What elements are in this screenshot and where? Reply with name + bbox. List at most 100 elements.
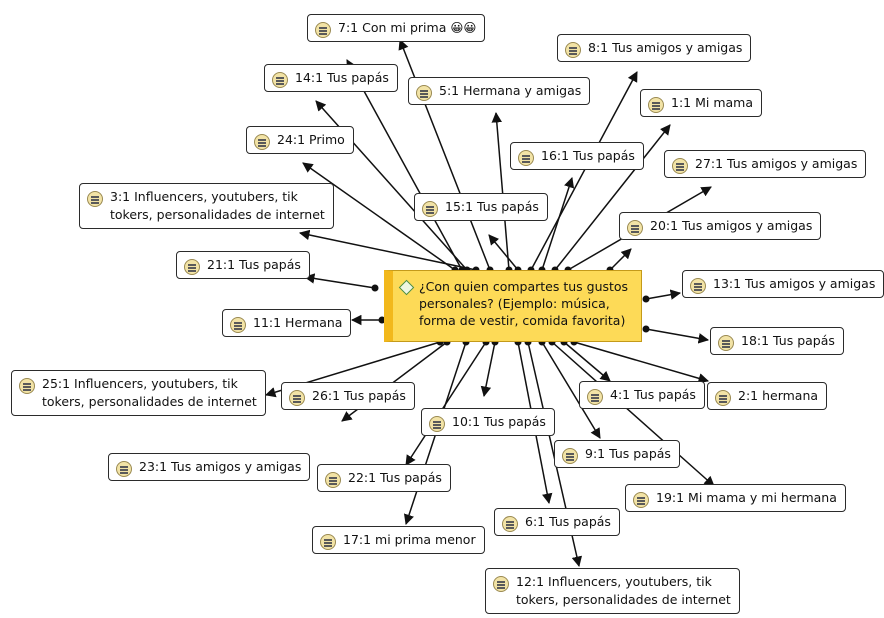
quote-label: 6:1 Tus papás [525,514,611,529]
link-arrow [491,111,510,271]
quote-node-24[interactable]: 24:1 Primo [246,126,354,154]
quote-node-5[interactable]: 5:1 Hermana y amigas [408,77,591,105]
quote-label: 27:1 Tus amigos y amigas [695,156,858,171]
quote-icon [633,492,649,508]
quote-icon [184,259,200,275]
quote-node-14[interactable]: 14:1 Tus papás [264,64,398,92]
link-arrow [488,234,519,271]
quote-label: 15:1 Tus papás [445,199,539,214]
quote-label: 20:1 Tus amigos y amigas [650,218,813,233]
link-arrow [530,71,638,271]
quote-icon [325,472,341,488]
quote-node-25[interactable]: 25:1 Influencers, youtubers, tik tokers,… [11,370,266,416]
quote-label: 8:1 Tus amigos y amigas [588,40,743,55]
code-diamond-icon [398,279,415,296]
quote-label: 2:1 hermana [738,388,819,403]
quote-icon [422,201,438,217]
quote-node-19[interactable]: 19:1 Mi mama y mi hermana [625,484,846,512]
quote-node-26[interactable]: 26:1 Tus papás [281,382,415,410]
quote-label: 17:1 mi prima menor [343,532,476,547]
quote-label: 9:1 Tus papás [585,446,671,461]
quote-label: 13:1 Tus amigos y amigas [713,276,876,291]
link-arrow [398,39,491,271]
quote-icon [715,390,731,406]
quote-icon [416,85,432,101]
quote-label: 24:1 Primo [277,132,345,147]
quote-label: 19:1 Mi mama y mi hermana [656,490,837,505]
quote-label: 16:1 Tus papás [541,148,635,163]
link-arrow [480,341,496,398]
quote-icon [518,150,534,166]
central-question-text: ¿Con quien compartes tus gustos personal… [419,279,629,328]
link-arrow [346,59,463,271]
quote-icon [254,134,270,150]
quote-node-17[interactable]: 17:1 mi prima menor [312,526,485,554]
quote-icon [587,389,603,405]
link-arrow [563,341,611,382]
link-arrow [303,273,376,289]
quote-label: 22:1 Tus papás [348,470,442,485]
quote-node-27[interactable]: 27:1 Tus amigos y amigas [664,150,867,178]
quote-icon [690,278,706,294]
quote-icon [320,534,336,550]
quote-label: 3:1 Influencers, youtubers, tik tokers, … [110,189,325,222]
link-arrow [541,341,601,439]
link-arrow [551,341,715,487]
quote-icon [19,378,35,394]
quote-node-6[interactable]: 6:1 Tus papás [494,508,620,536]
quote-node-1[interactable]: 1:1 Mi mama [640,89,762,117]
quote-icon [87,191,103,207]
quote-label: 11:1 Hermana [253,315,343,330]
quote-icon [502,516,518,532]
central-question-node[interactable]: ¿Con quien compartes tus gustos personal… [384,270,642,342]
quote-icon [627,220,643,236]
quote-node-7[interactable]: 7:1 Con mi prima 😀😀 [307,14,486,42]
quote-icon [272,72,288,88]
link-anchor-dot [642,295,650,303]
link-arrow [302,162,456,271]
link-arrow [541,177,575,271]
quote-icon [289,390,305,406]
quote-icon [562,448,578,464]
quote-label: 21:1 Tus papás [207,257,301,272]
link-anchor-dot [371,284,379,292]
quote-node-12[interactable]: 12:1 Influencers, youtubers, tik tokers,… [485,568,740,614]
link-arrow [609,248,632,271]
quote-icon [672,158,688,174]
link-anchor-dot [642,325,650,333]
link-arrow [298,229,477,271]
quote-node-20[interactable]: 20:1 Tus amigos y amigas [619,212,822,240]
link-arrow [573,341,710,384]
quote-node-8[interactable]: 8:1 Tus amigos y amigas [557,34,752,62]
link-arrow [554,124,671,271]
quote-node-3[interactable]: 3:1 Influencers, youtubers, tik tokers, … [79,183,334,229]
quote-node-22[interactable]: 22:1 Tus papás [317,464,451,492]
quote-label: 18:1 Tus papás [741,333,835,348]
quote-node-4[interactable]: 4:1 Tus papás [579,381,705,409]
quote-node-10[interactable]: 10:1 Tus papás [421,408,555,436]
quote-node-21[interactable]: 21:1 Tus papás [176,251,310,279]
quote-node-11[interactable]: 11:1 Hermana [222,309,352,337]
link-arrow [645,328,710,344]
quote-icon [315,22,331,38]
quote-node-23[interactable]: 23:1 Tus amigos y amigas [108,453,311,481]
quote-node-15[interactable]: 15:1 Tus papás [414,193,548,221]
quote-node-16[interactable]: 16:1 Tus papás [510,142,644,170]
quote-icon [493,576,509,592]
quote-label: 5:1 Hermana y amigas [439,83,582,98]
quote-icon [429,416,445,432]
link-arrow [645,289,682,300]
quote-label: 14:1 Tus papás [295,70,389,85]
quote-label: 12:1 Influencers, youtubers, tik tokers,… [516,574,731,607]
quote-icon [718,335,734,351]
quote-label: 4:1 Tus papás [610,387,696,402]
quote-label: 26:1 Tus papás [312,388,406,403]
quote-icon [648,97,664,113]
quote-node-2[interactable]: 2:1 hermana [707,382,828,410]
quote-label: 23:1 Tus amigos y amigas [139,459,302,474]
quote-node-13[interactable]: 13:1 Tus amigos y amigas [682,270,884,298]
quote-label: 25:1 Influencers, youtubers, tik tokers,… [42,376,257,409]
link-anchor-dot [378,316,386,324]
quote-node-18[interactable]: 18:1 Tus papás [710,327,844,355]
quote-node-9[interactable]: 9:1 Tus papás [554,440,680,468]
